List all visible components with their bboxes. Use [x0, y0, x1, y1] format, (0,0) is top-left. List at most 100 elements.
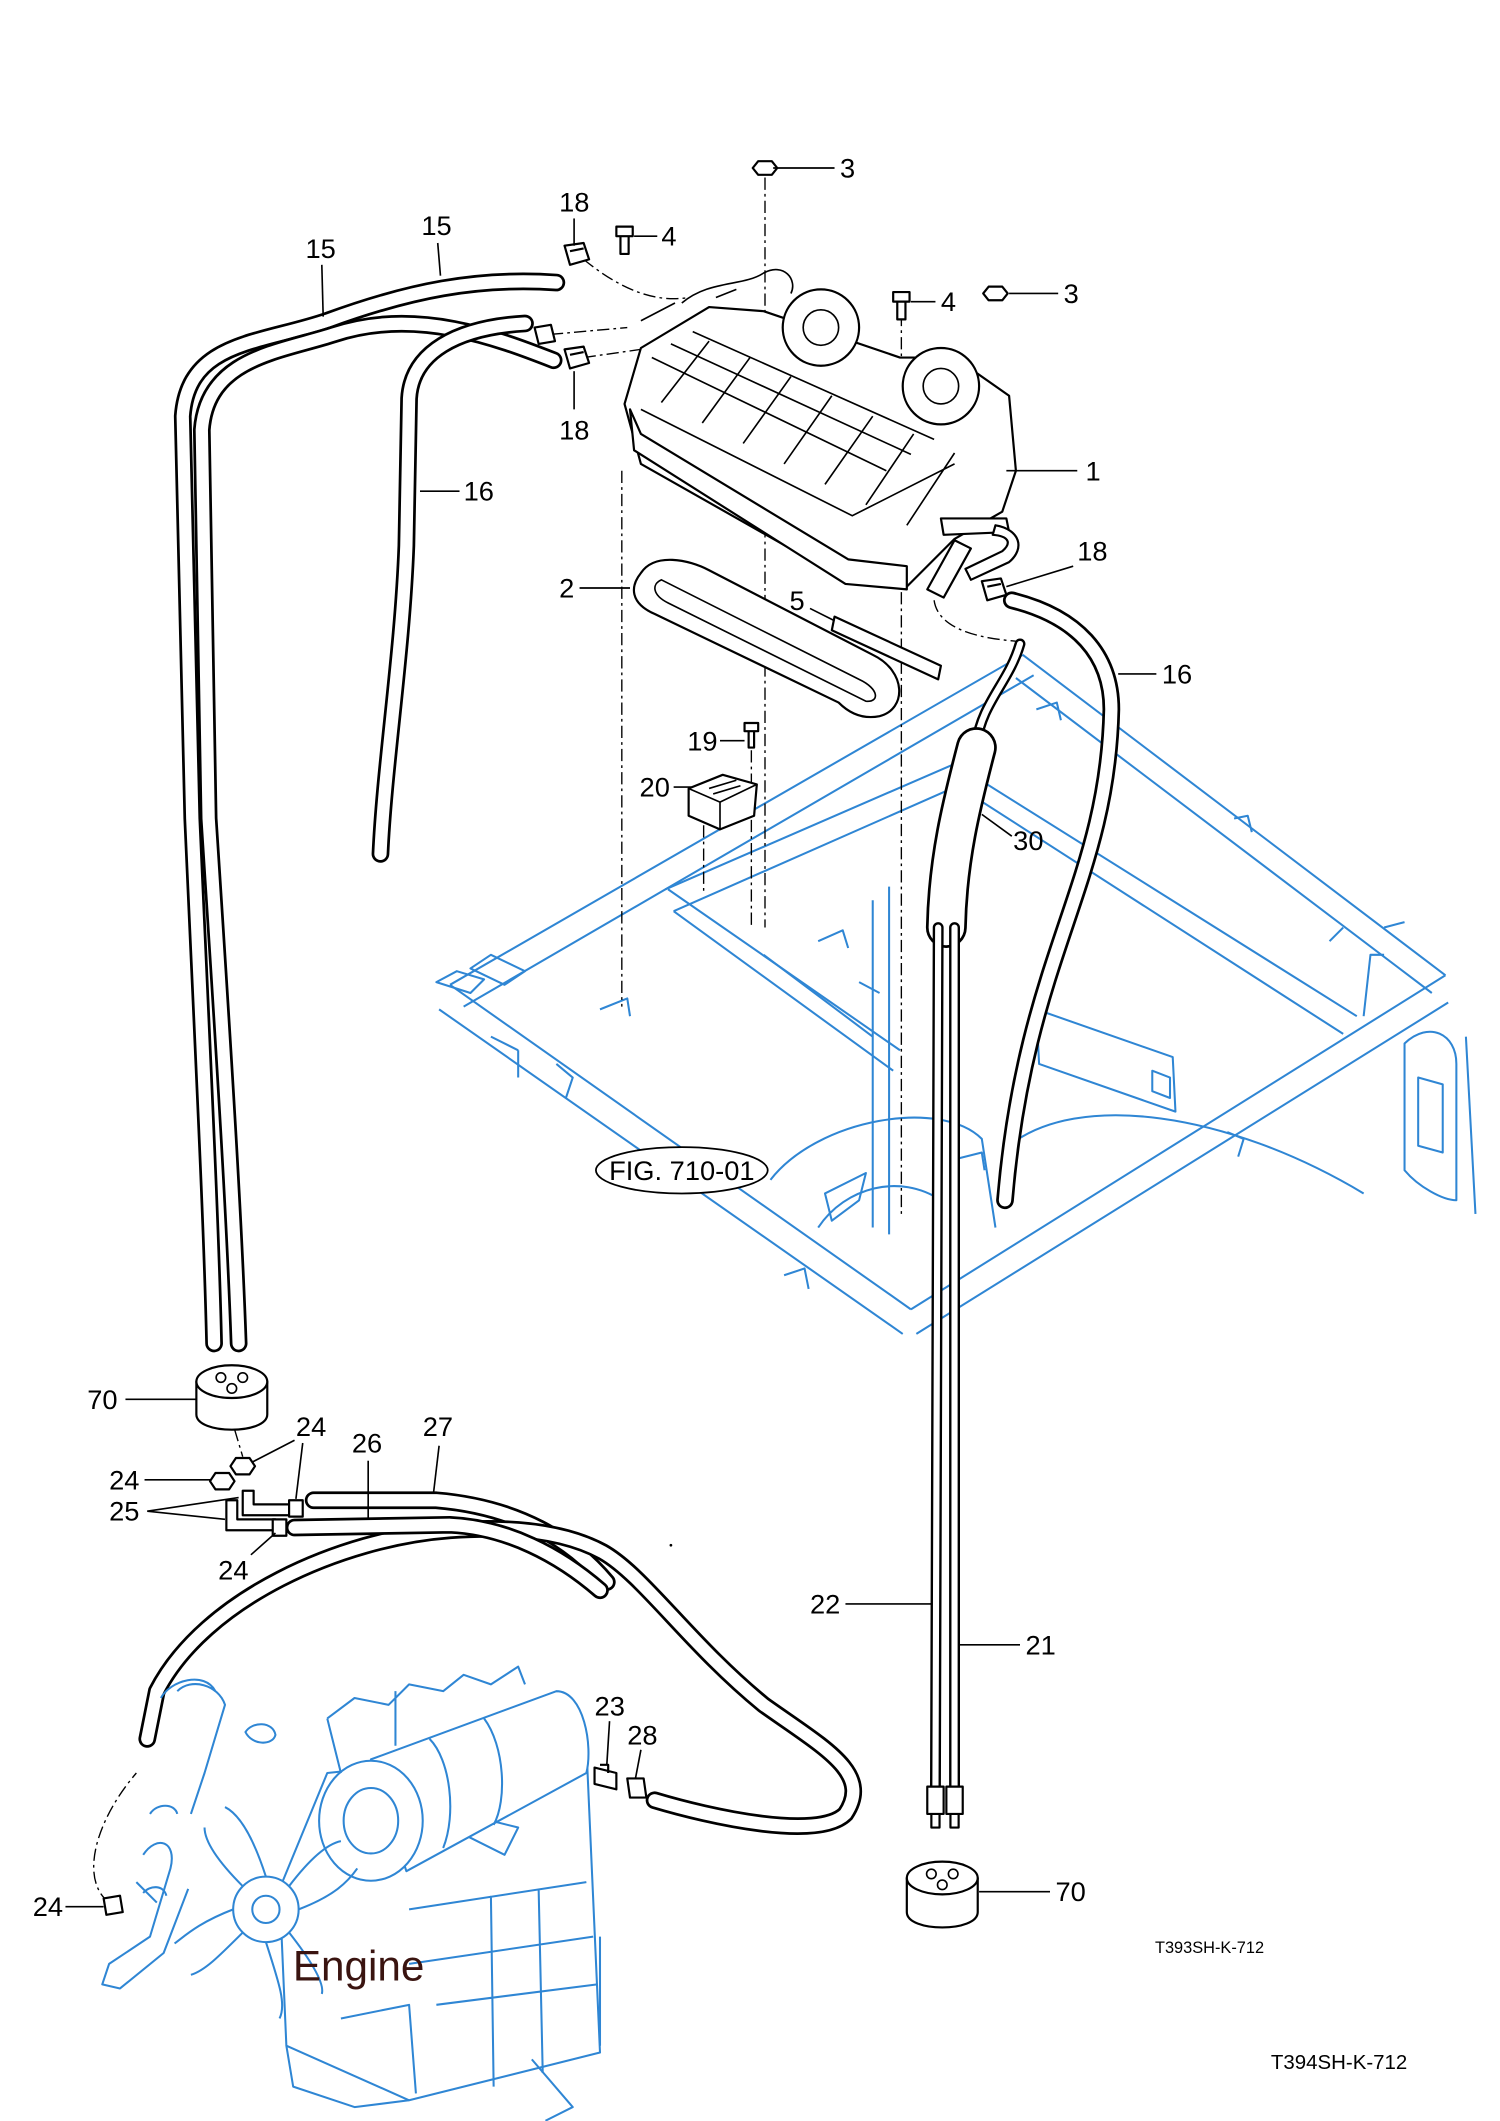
- cooling-fan-blades: [173, 1806, 359, 2019]
- callout-label: 23: [595, 1691, 625, 1722]
- heater-case-grid: [640, 330, 956, 526]
- callout-label: 26: [352, 1428, 382, 1459]
- callout-label: 15: [421, 210, 451, 241]
- hose-end-fittings-21-22: [926, 1785, 964, 1829]
- nut-3-top: [751, 160, 779, 176]
- callout-4-left: 4: [634, 221, 677, 252]
- callout-24-left: 24: [109, 1464, 212, 1495]
- cooling-fan-center: [251, 1894, 281, 1925]
- frame-side-panel: [1035, 1008, 1177, 1113]
- clip-18-low: [563, 345, 591, 370]
- callout-70-bottom: 70: [979, 1876, 1086, 1907]
- clip-18-top: [563, 241, 591, 266]
- callout-label: 3: [840, 153, 855, 184]
- cab-frame: [435, 653, 1477, 1335]
- callout-label: 4: [941, 286, 956, 317]
- heater-return-pipe: [964, 524, 1020, 581]
- clamp-24-upper: [229, 1456, 257, 1476]
- clamp-24-lower: [271, 1518, 288, 1537]
- frame-inner-rail: [763, 763, 1358, 1235]
- callout-label: 27: [423, 1411, 453, 1442]
- callout-label: 18: [1077, 536, 1107, 567]
- stray-dot: [669, 1543, 673, 1547]
- cooling-fan-hub: [232, 1875, 300, 1944]
- frame-cross-rail: [665, 762, 962, 1072]
- callout-20: 20: [640, 772, 692, 803]
- callout-2: 2: [559, 573, 630, 604]
- callout-label: 24: [218, 1554, 248, 1585]
- heater-tray: [628, 408, 908, 591]
- callout-5: 5: [790, 585, 835, 622]
- frame-right-panel: [1403, 1030, 1458, 1202]
- assembly-line-clip-low: [583, 348, 642, 359]
- callout-label: 1: [1085, 455, 1100, 486]
- bracket-2: [632, 558, 901, 719]
- air-cleaner-body: [369, 1690, 590, 1873]
- controller-20: [687, 773, 758, 831]
- frame-left-bracket: [435, 953, 574, 1099]
- callout-4-right: 4: [910, 286, 956, 317]
- blower-fan-right: [901, 346, 981, 426]
- callout-15-right: 15: [421, 210, 452, 276]
- callout-label: 18: [559, 187, 589, 218]
- callout-label: 3: [1064, 278, 1079, 309]
- clamp-24-right: [287, 1499, 304, 1518]
- callout-23: 23: [595, 1691, 625, 1765]
- callout-label: 16: [464, 476, 494, 507]
- engine-lower-parts: [285, 1936, 602, 2121]
- frame-right-edge: [1328, 926, 1477, 1214]
- engine-block-detail: [340, 1812, 598, 2094]
- assembly-line-clip-mid: [550, 326, 628, 336]
- engine-clamps: [142, 1723, 277, 1897]
- callout-24-engine: 24: [33, 1891, 124, 1922]
- callout-16-left: 16: [419, 476, 494, 507]
- heater-outlet-pipe-lower: [926, 539, 972, 599]
- callout-1: 1: [1006, 455, 1101, 486]
- assembly-line-clip-top: [583, 258, 689, 300]
- callout-30: 30: [981, 813, 1044, 856]
- callout-18-right: 18: [1006, 536, 1108, 588]
- figure-reference-label: FIG. 710-01: [609, 1155, 755, 1186]
- callout-16-right: 16: [1118, 658, 1192, 689]
- callout-label: 19: [687, 725, 717, 756]
- heater-wiring: [640, 268, 794, 322]
- callout-label: 21: [1025, 1629, 1055, 1660]
- callout-24-top: 24: [251, 1411, 326, 1500]
- radiator-hose-lower: [101, 1842, 190, 1990]
- callout-label: 28: [627, 1719, 657, 1750]
- clip-18-mid: [533, 323, 557, 345]
- fitting-23: [593, 1763, 618, 1791]
- assembly-line-grommet: [233, 1429, 244, 1457]
- frame-wheel-well: [769, 1114, 1365, 1229]
- drawing-code-inner: T393SH-K-712: [1155, 1939, 1264, 1957]
- figure-reference: FIG. 710-01: [595, 1146, 769, 1195]
- callout-25: 25: [109, 1496, 239, 1527]
- callout-3-right: 3: [1009, 278, 1079, 309]
- air-cleaner-inner: [342, 1786, 400, 1855]
- engine-label: Engine: [293, 1942, 425, 1989]
- callout-label: 4: [661, 221, 676, 252]
- frame-beam-right: [910, 974, 1449, 1335]
- elbow-25-upper: [241, 1489, 291, 1517]
- assembly-line-clip-right: [933, 600, 1016, 642]
- air-cleaner-bands: [428, 1717, 503, 1849]
- callout-label: 18: [559, 414, 589, 445]
- callout-27: 27: [423, 1411, 453, 1493]
- blower-fan-left-hub: [802, 309, 840, 347]
- callout-15-left: 15: [305, 233, 336, 317]
- blower-fan-right-hub: [922, 367, 960, 405]
- blower-fan-left: [781, 288, 861, 367]
- clamp-28: [626, 1777, 648, 1799]
- hose-26: [138, 1520, 863, 1835]
- hose-22: [929, 922, 944, 1793]
- callout-label: 25: [109, 1496, 139, 1527]
- assembly-line-engine-clip: [93, 1772, 137, 1904]
- air-cleaner-face: [318, 1759, 424, 1882]
- bolt-4-right: [892, 291, 911, 321]
- bolt-4-left: [615, 225, 634, 256]
- seal-strip-5: [830, 615, 942, 681]
- grommet-70-top: [195, 1364, 269, 1431]
- callout-19: 19: [687, 725, 745, 756]
- hose-15-outer: [173, 272, 566, 1353]
